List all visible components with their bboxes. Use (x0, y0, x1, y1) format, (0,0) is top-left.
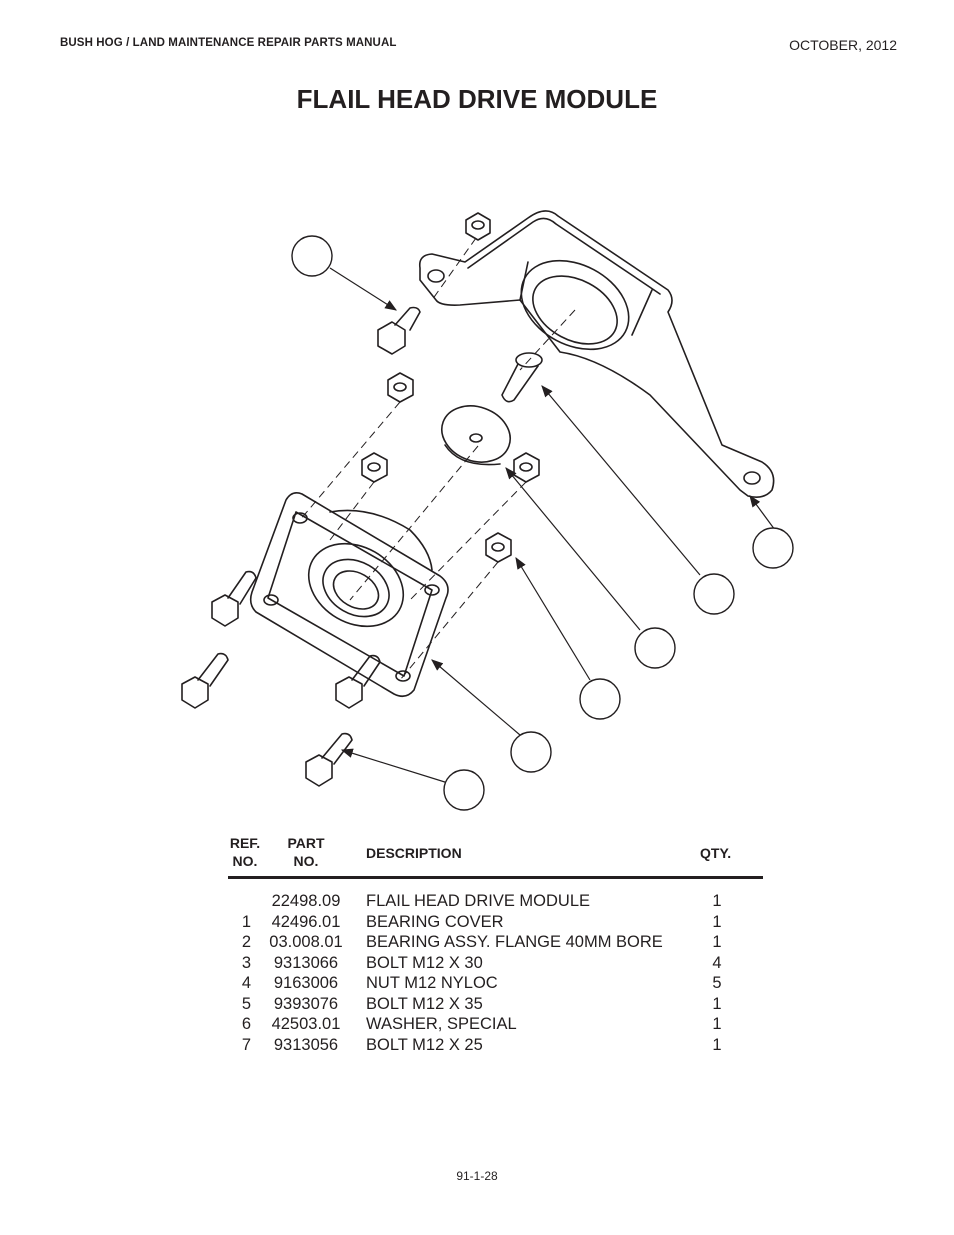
qty-cell: 4 (712, 953, 722, 972)
qty-header: QTY. (700, 845, 732, 861)
ref-cell: 1 (241, 912, 251, 931)
qty-cell: 5 (712, 974, 722, 992)
ref-cell: 2 (241, 933, 251, 951)
ref-header-line2: NO. (232, 853, 258, 869)
ref-cell: 4 (241, 974, 251, 992)
description-header: DESCRIPTION (366, 845, 462, 861)
description-cell: BEARING COVER (366, 912, 504, 931)
description-cell: FLAIL HEAD DRIVE MODULE (366, 892, 591, 910)
table-row: 22498.09 FLAIL HEAD DRIVE MODULE 1 (226, 891, 766, 911)
flange-bolts-drawing (181, 570, 381, 787)
page-title: FLAIL HEAD DRIVE MODULE (296, 84, 658, 114)
table-row: 6 42503.01 WASHER, SPECIAL 1 (226, 1014, 766, 1034)
description-cell: BOLT M12 X 35 (366, 994, 483, 1013)
pin-bolt-drawing (501, 352, 543, 403)
part-cell: 22498.09 (271, 892, 341, 910)
part-header-line1: PART (287, 835, 325, 851)
part-cell: 42496.01 (271, 912, 341, 931)
part-cell: 9313066 (273, 953, 339, 972)
table-row: 2 03.008.01 BEARING ASSY. FLANGE 40MM BO… (226, 932, 766, 952)
qty-cell: 1 (712, 892, 722, 910)
part-cell: 03.008.01 (269, 933, 343, 951)
bolt-upper-drawing (377, 306, 421, 355)
qty-cell: 1 (712, 1015, 722, 1033)
table-row: 4 9163006 NUT M12 NYLOC 5 (226, 973, 766, 993)
ref-cell: 6 (241, 1015, 251, 1033)
ref-cell: 7 (241, 1035, 251, 1054)
page-number: 91-1-28 (456, 1169, 498, 1183)
ref-header-line1: REF. (229, 835, 261, 851)
part-header-line2: NO. (293, 853, 319, 869)
description-cell: BEARING ASSY. FLANGE 40MM BORE (366, 933, 663, 951)
description-cell: BOLT M12 X 25 (366, 1035, 483, 1054)
flange-bearing-drawing (249, 492, 449, 698)
callout-balloons (291, 235, 794, 811)
special-washer-drawing (441, 405, 511, 466)
description-cell: NUT M12 NYLOC (366, 974, 498, 992)
qty-cell: 1 (712, 933, 722, 951)
leader-lines (329, 267, 776, 784)
header-rule (228, 876, 763, 879)
exploded-parts-diagram (181, 210, 794, 811)
manual-title: BUSH HOG / LAND MAINTENANCE REPAIR PARTS… (60, 37, 397, 49)
part-cell: 9393076 (273, 994, 339, 1013)
part-no-header: PART NO. (278, 834, 334, 870)
nuts-drawing (361, 372, 540, 563)
nut-top-drawing (465, 212, 491, 241)
ref-no-header: REF. NO. (226, 834, 264, 870)
qty-cell: 1 (712, 912, 722, 931)
publication-date: OCTOBER, 2012 (789, 37, 897, 53)
description-cell: BOLT M12 X 30 (366, 953, 483, 972)
part-cell: 42503.01 (271, 1015, 341, 1033)
assembly-lines (299, 237, 576, 681)
qty-cell: 1 (712, 994, 722, 1013)
qty-cell: 1 (712, 1035, 722, 1054)
ref-cell: 3 (241, 953, 251, 972)
bearing-cover-drawing (418, 210, 775, 498)
part-cell: 9313056 (273, 1035, 339, 1054)
part-cell: 9163006 (273, 974, 339, 992)
table-row: 5 9393076 BOLT M12 X 35 1 (226, 994, 766, 1014)
table-row: 3 9313066 BOLT M12 X 30 4 (226, 953, 766, 973)
description-cell: WASHER, SPECIAL (366, 1015, 517, 1033)
ref-cell: 5 (241, 994, 251, 1013)
table-row: 7 9313056 BOLT M12 X 25 1 (226, 1035, 766, 1055)
table-row: 1 42496.01 BEARING COVER 1 (226, 912, 766, 932)
